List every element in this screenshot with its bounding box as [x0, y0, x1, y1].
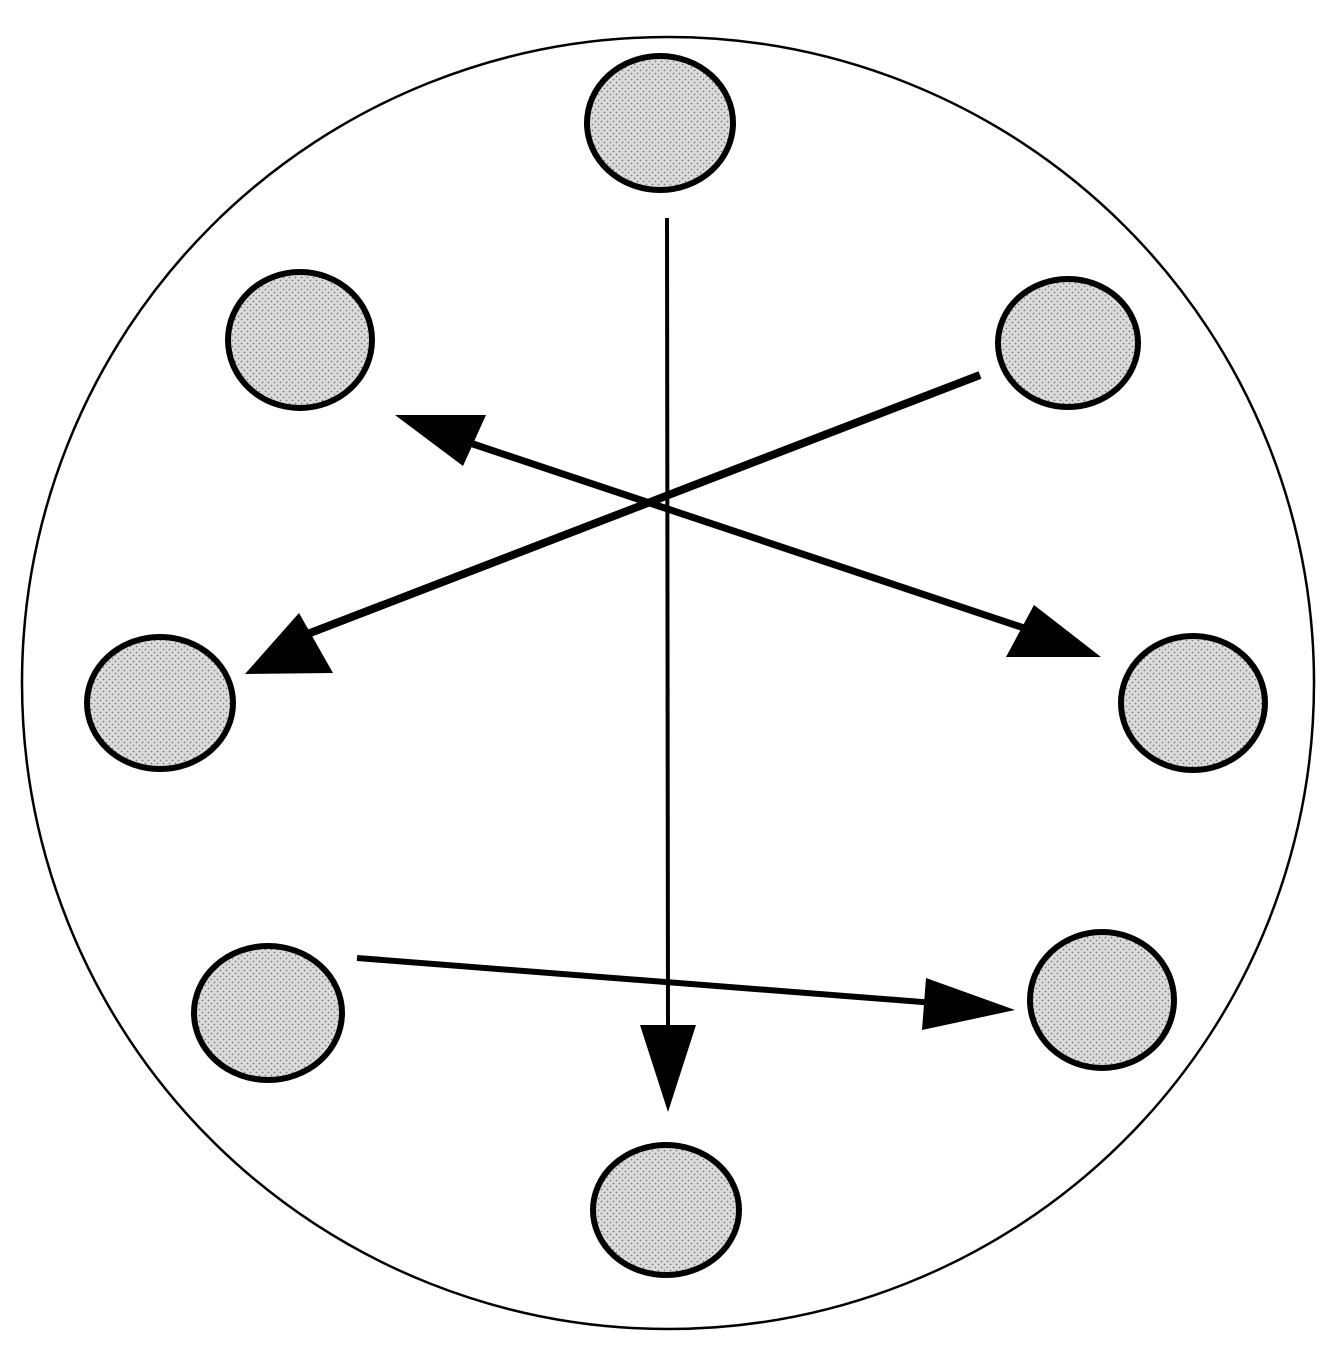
arrow-top-to-bottom	[640, 217, 696, 1112]
node-upper-right	[995, 276, 1141, 410]
node-middle-left	[84, 634, 236, 772]
arrow-middle-right-to-upper-left	[395, 415, 1101, 657]
node-upper-left	[225, 269, 375, 411]
arrow-lower-left-to-lower-right	[356, 955, 1015, 1030]
node-lower-right	[1027, 929, 1177, 1071]
node-bottom	[590, 1142, 742, 1278]
node-top	[584, 53, 736, 193]
outer-circle	[20, 35, 1316, 1331]
node-lower-left	[191, 943, 345, 1083]
arrow-upper-right-to-middle-left	[245, 371, 982, 674]
node-middle-right	[1118, 633, 1268, 773]
